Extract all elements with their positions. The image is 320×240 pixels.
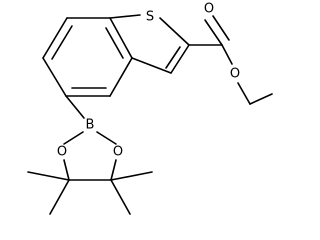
atom-label-sulfur: S (146, 10, 154, 25)
bond-o-left-c (63, 159, 70, 181)
double-bond-c7-c6 (51, 25, 73, 60)
bond-c4-c3a (109, 57, 133, 97)
bond-o-right-c (110, 159, 117, 181)
bond-c6-c5 (42, 57, 67, 97)
double-bond-c2-c3 (165, 46, 181, 69)
bond-carbonyl-ester-o (221, 44, 233, 65)
bond-c3-c3a (131, 57, 172, 74)
bond-ester-o-ch2 (237, 82, 251, 105)
bond-c7a-s (109, 14, 141, 19)
atom-label-ring-oxygen-left: O (57, 145, 67, 160)
bond-methyl-left-a (27, 171, 70, 181)
atom-label-ring-oxygen-right: O (113, 145, 123, 160)
bond-s-c2 (159, 17, 190, 46)
bond-c3a-c7a (109, 17, 133, 59)
bond-c7-c6 (42, 17, 68, 59)
bond-c4-b (65, 95, 85, 119)
bond-c2-c3 (170, 44, 190, 74)
bond-carbonyl-o-b (212, 15, 230, 41)
atom-label-carbonyl-oxygen: O (204, 2, 214, 17)
bond-ch2-ch3 (249, 93, 273, 105)
double-bond-c3a-c7a (105, 27, 124, 59)
atom-label-boron: B (86, 118, 95, 133)
bond-methyl-right-a (110, 171, 153, 181)
bond-methyl-left-b (49, 179, 70, 215)
bond-methyl-right-b (110, 179, 131, 215)
benzene-ring (42, 17, 133, 97)
pinacol-boronate-group (27, 95, 153, 215)
thiophene-ring (109, 14, 190, 74)
bond-b-o-right (96, 131, 117, 145)
bond-b-o-left (63, 131, 84, 145)
bond-carbonyl-o-a (204, 19, 223, 46)
ethyl-ester-group (188, 15, 273, 105)
chemical-structure: S O O B O O (27, 2, 273, 215)
atom-label-ester-oxygen: O (230, 67, 240, 82)
